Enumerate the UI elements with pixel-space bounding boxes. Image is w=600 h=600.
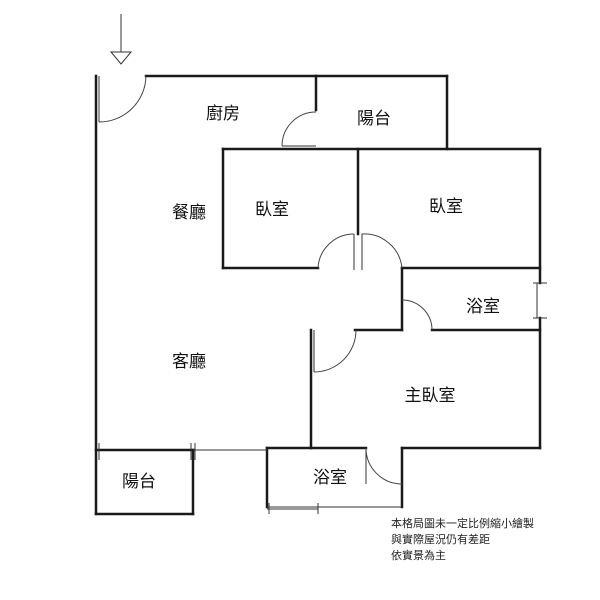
room-label-bath-1: 浴室 <box>466 297 500 317</box>
disclaimer-line-2: 與實際屋況仍有差距 <box>391 533 490 546</box>
disclaimer-note: 本格局圖未一定比例縮小繪製 與實際屋況仍有差距 依實景為主 <box>391 516 534 564</box>
room-label-bath-2: 浴室 <box>313 468 347 488</box>
room-label-master-bedroom: 主臥室 <box>405 386 456 406</box>
room-label-balcony-bottom: 陽台 <box>122 472 156 492</box>
room-label-living: 客廳 <box>172 352 206 372</box>
room-label-kitchen: 廚房 <box>206 103 240 124</box>
walls <box>94 74 542 516</box>
disclaimer-line-1: 本格局圖未一定比例縮小繪製 <box>391 517 534 530</box>
doors <box>98 75 433 485</box>
entrance-arrow-icon <box>109 14 133 65</box>
room-label-bedroom-1: 臥室 <box>255 200 289 220</box>
room-label-bedroom-2: 臥室 <box>429 197 463 217</box>
windows <box>98 282 547 514</box>
room-label-dining: 餐廳 <box>172 203 206 223</box>
room-label-balcony-top: 陽台 <box>357 109 391 129</box>
disclaimer-line-3: 依實景為主 <box>391 549 446 562</box>
